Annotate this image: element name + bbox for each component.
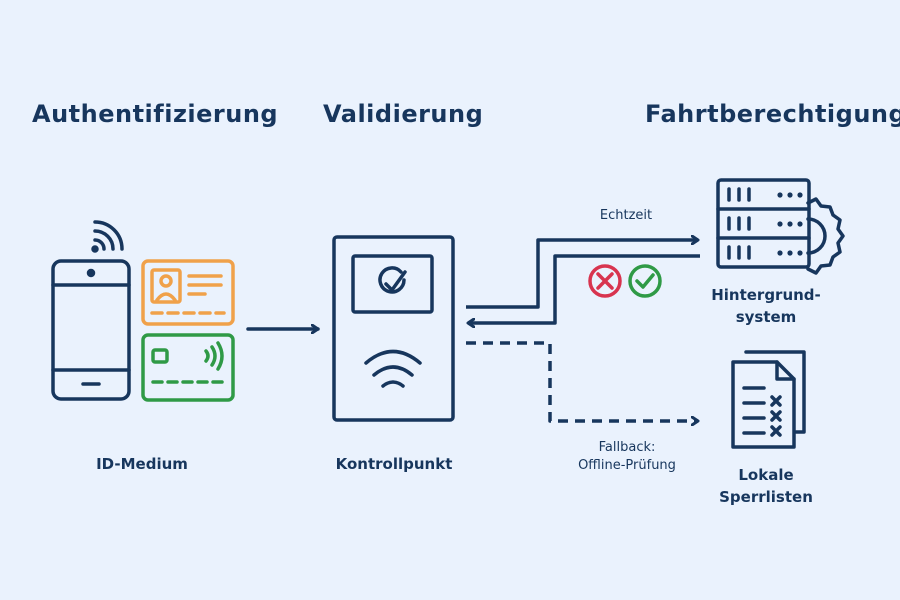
label-fallback-line2: Offline-Prüfung: [578, 458, 676, 473]
label-fallback-line1: Fallback:: [598, 440, 656, 455]
label-lists-line2: Sperrlisten: [719, 488, 813, 506]
validator-terminal-icon: [332, 235, 455, 422]
contactless-card-icon: [141, 333, 235, 402]
heading-validation: Validierung: [323, 100, 484, 128]
label-lists-line1: Lokale: [738, 466, 794, 484]
label-checkpoint: Kontrollpunkt: [335, 455, 453, 473]
server-leds: [777, 192, 803, 256]
blocklist-documents-icon: [731, 350, 806, 449]
accept-icon: [628, 264, 662, 298]
label-backend-line2: system: [735, 308, 797, 326]
heading-authorization: Fahrtberechtigung: [645, 100, 900, 128]
id-card-icon: [141, 259, 235, 326]
reject-icon: [588, 264, 622, 298]
arrow-realtime-request: [466, 240, 698, 309]
label-id-medium: ID-Medium: [96, 455, 188, 473]
nfc-signal-icon: [91, 220, 124, 253]
arrow-realtime-response: [468, 254, 700, 323]
label-realtime: Echtzeit: [599, 208, 653, 223]
heading-authentication: Authentifizierung: [32, 100, 279, 128]
label-backend-line1: Hintergrund-: [711, 286, 821, 304]
arrow-fallback-offline: [466, 341, 698, 421]
server-gear-icon: [716, 178, 845, 275]
smartphone-icon: [51, 259, 131, 401]
